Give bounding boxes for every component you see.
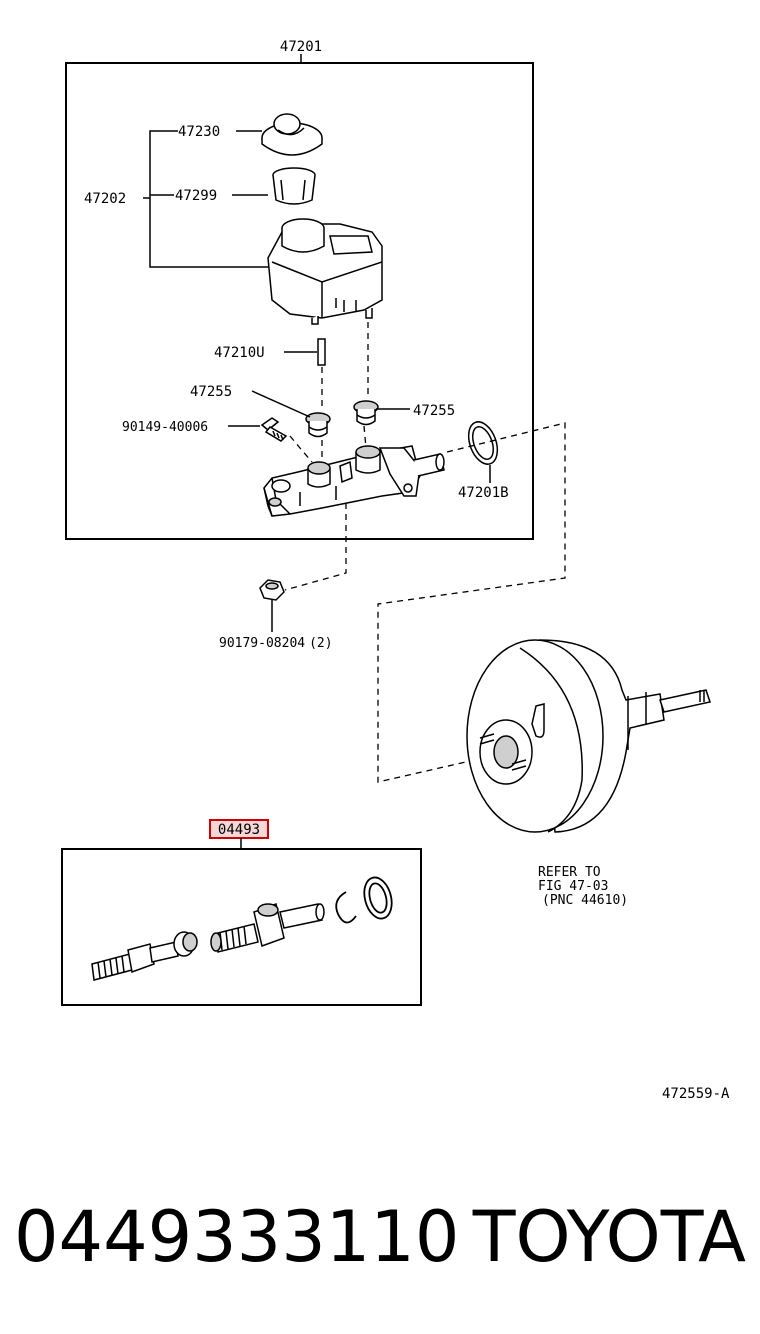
label-47210u[interactable]: 47210U [214,345,265,361]
kit-snap-ring [335,891,357,924]
kit-o-ring [363,876,393,920]
strainer [272,167,316,205]
parts-diagram: 47201 47202 47230 47299 [61,39,730,1102]
nut [259,579,285,601]
label-47201[interactable]: 47201 [280,39,322,55]
kit-label-highlight [209,819,269,839]
part-number: 0449333110 [14,1196,460,1278]
o-ring [467,421,499,465]
grommet-left-leader [251,390,311,418]
assembly-frame [65,62,534,540]
label-refer-line1[interactable]: REFER TO [538,865,601,880]
label-47202[interactable]: 47202 [84,191,126,207]
master-cylinder [263,445,445,517]
label-refer-line3[interactable]: (PNC 44610) [542,893,628,908]
kit-frame [61,848,422,1006]
label-47201b[interactable]: 47201B [458,485,509,501]
grommet-left [305,412,331,438]
label-47255-left[interactable]: 47255 [190,384,232,400]
reservoir-tank [267,218,383,325]
label-90149-40006[interactable]: 90149-40006 [122,420,208,435]
brand-name: TOYOTA [472,1196,746,1278]
label-47255-right[interactable]: 47255 [413,403,455,419]
kit-piston-primary [210,903,325,953]
reservoir-cap [261,113,323,156]
pin-47210u [317,338,326,366]
label-90179-08204[interactable]: 90179-08204(2) [219,636,333,651]
brake-booster [466,639,711,833]
label-refer-line2[interactable]: FIG 47-03 [538,879,608,894]
label-47230[interactable]: 47230 [178,124,220,140]
kit-piston-secondary [91,931,198,981]
screw [260,417,288,442]
guide-lines [284,322,566,783]
reservoir-set-bracket [143,130,272,268]
figure-code: 472559-A [662,1086,730,1102]
grommet-right [353,400,379,426]
label-04493[interactable]: 04493 [218,822,260,838]
label-47299[interactable]: 47299 [175,188,217,204]
product-caption: 0449333110 TOYOTA [0,1192,760,1282]
